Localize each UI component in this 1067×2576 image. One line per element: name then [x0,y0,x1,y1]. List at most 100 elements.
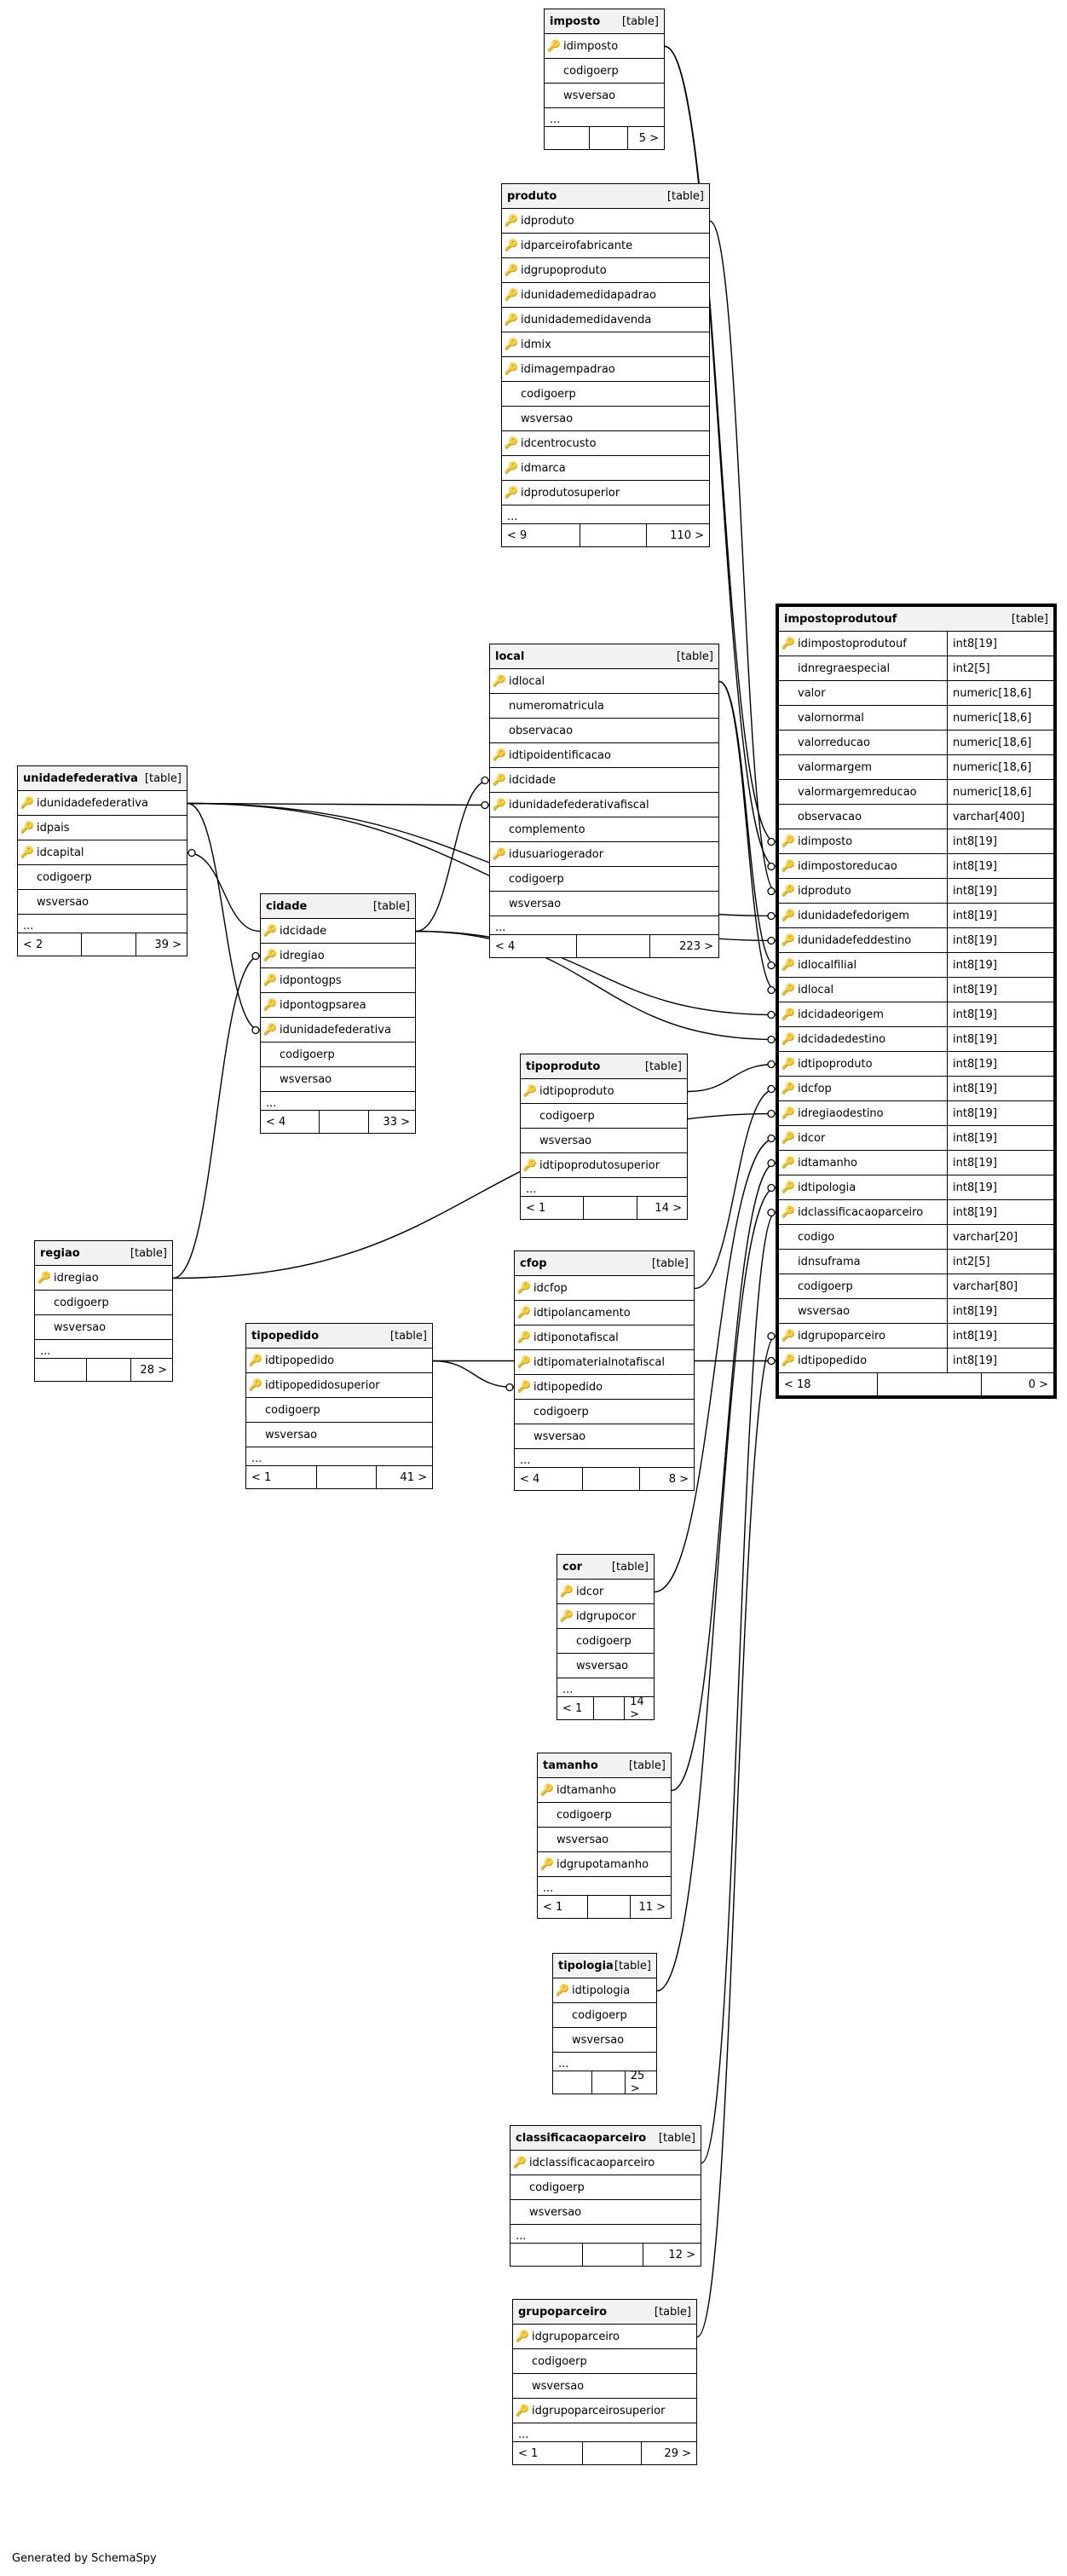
column-row-observacao[interactable]: observacao [490,719,718,743]
column-row-idcor[interactable]: 🔑idcor [557,1580,654,1604]
column-row-codigoerp[interactable]: codigoerp [545,59,664,84]
column-row-idgrupotamanho[interactable]: 🔑idgrupotamanho [538,1852,671,1877]
column-row-idregiao[interactable]: 🔑idregiao [35,1266,172,1291]
column-row-idproduto[interactable]: 🔑idproduto [502,209,709,234]
column-row-codigoerp[interactable]: codigoerp [553,2003,656,2028]
column-row-wsversao[interactable]: wsversao [521,1129,687,1153]
column-row-idcentrocusto[interactable]: 🔑idcentrocusto [502,431,709,456]
column-row-idgrupoproduto[interactable]: 🔑idgrupoproduto [502,258,709,283]
table-tipopedido[interactable]: tipopedido[table]🔑idtipopedido🔑idtipoped… [245,1323,433,1489]
table-classificacaoparceiro[interactable]: classificacaoparceiro[table]🔑idclassific… [510,2125,701,2267]
column-row-wsversao[interactable]: wsversao [510,2200,701,2225]
column-row-codigoerp[interactable]: codigoerp [18,865,187,890]
column-row-idtipoproduto[interactable]: 🔑idtipoproduto [521,1079,687,1104]
column-row-wsversao[interactable]: wsversao [538,1828,671,1852]
column-row-idregiao[interactable]: 🔑idregiao [261,944,415,968]
column-row-idgrupoparceiro[interactable]: 🔑idgrupoparceiro [513,2325,696,2349]
column-row-idmarca[interactable]: 🔑idmarca [502,456,709,481]
column-row-idtipopedido[interactable]: 🔑idtipopedido [246,1349,432,1373]
column-row-idlocal[interactable]: 🔑idlocal [490,669,718,694]
column-row-codigoerp[interactable]: codigoerp [246,1398,432,1423]
column-row-wsversao[interactable]: wsversao [490,892,718,916]
column-row-numeromatricula[interactable]: numeromatricula [490,694,718,719]
column-row-codigoerp[interactable]: codigoerp [510,2175,701,2200]
column-row-idunidadefederativa[interactable]: 🔑idunidadefederativa [261,1018,415,1043]
table-impostoprodutouf[interactable]: impostoprodutouf[table]🔑idimpostoproduto… [776,604,1057,1399]
column-row-complemento[interactable]: complemento [490,817,718,842]
table-produto[interactable]: produto[table]🔑idproduto🔑idparceirofabri… [501,183,710,547]
column-row-wsversao[interactable]: wsversao [513,2374,696,2399]
table-cfop[interactable]: cfop[table]🔑idcfop🔑idtipolancamento🔑idti… [514,1250,695,1491]
column-row-codigoerp[interactable]: codigoerp [513,2349,696,2374]
column-row-codigoerp[interactable]: codigoerp [490,867,718,892]
column-row-idmix[interactable]: 🔑idmix [502,332,709,357]
column-row-codigoerp[interactable]: codigoerp [261,1043,415,1067]
column-row-idcfop[interactable]: 🔑idcfop [515,1276,694,1301]
column-row-idgrupocor[interactable]: 🔑idgrupocor [557,1604,654,1629]
column-row-codigoerp[interactable]: codigoerp [557,1629,654,1654]
column-row-idunidademedidapadrao[interactable]: 🔑idunidademedidapadrao [502,283,709,308]
column-row-codigoerp[interactable]: codigoerp [502,382,709,407]
column-row-idimagempadrao[interactable]: 🔑idimagempadrao [502,357,709,382]
column-row-wsversao[interactable]: wsversao [261,1067,415,1092]
column-row-idpontogpsarea[interactable]: 🔑idpontogpsarea [261,993,415,1018]
column-row-idpais[interactable]: 🔑idpais [18,816,187,840]
column-row-idunidadefederativa[interactable]: 🔑idunidadefederativa [18,791,187,816]
column-row-idpontogps[interactable]: 🔑idpontogps [261,968,415,993]
column-row-idusuariogerador[interactable]: 🔑idusuariogerador [490,842,718,867]
table-cidade[interactable]: cidade[table]🔑idcidade🔑idregiao🔑idpontog… [260,893,416,1134]
column-row-wsversao[interactable]: wsversao [502,407,709,431]
column-row-wsversao[interactable]: wsversao [553,2028,656,2053]
column-row-idtipolancamento[interactable]: 🔑idtipolancamento [515,1301,694,1326]
column-row-idimposto[interactable]: 🔑idimposto [545,34,664,59]
column-row-idclassificacaoparceiro[interactable]: 🔑idclassificacaoparceiro [510,2151,701,2175]
column-row-codigoerp[interactable]: codigoerp [521,1104,687,1129]
column-row-codigoerp[interactable]: codigoerp [538,1803,671,1828]
column-row-idtipopedido[interactable]: 🔑idtipopedido [515,1375,694,1400]
column-row-idcapital[interactable]: 🔑idcapital [18,840,187,865]
column-row-idtipologia[interactable]: 🔑idtipologia [553,1978,656,2003]
column-row-idcidade[interactable]: 🔑idcidade [261,919,415,944]
column-row-codigoerp[interactable]: codigoerp [515,1400,694,1424]
column-row-idtipoprodutosuperior[interactable]: 🔑idtipoprodutosuperior [521,1153,687,1178]
column-row-idgrupoparceirosuperior[interactable]: 🔑idgrupoparceirosuperior [513,2399,696,2423]
column-row-wsversao[interactable]: wsversao [35,1315,172,1340]
column-row-idtipomaterialnotafiscal[interactable]: 🔑idtipomaterialnotafiscal [515,1350,694,1375]
column-row-wsversao[interactable]: wsversao [246,1423,432,1447]
column-row-idprodutosuperior[interactable]: 🔑idprodutosuperior [502,481,709,505]
column-row-idtiponotafiscal[interactable]: 🔑idtiponotafiscal [515,1326,694,1350]
column-row-wsversao[interactable]: wsversao [545,84,664,108]
table-unidadefederativa[interactable]: unidadefederativa[table]🔑idunidadefedera… [17,765,187,956]
